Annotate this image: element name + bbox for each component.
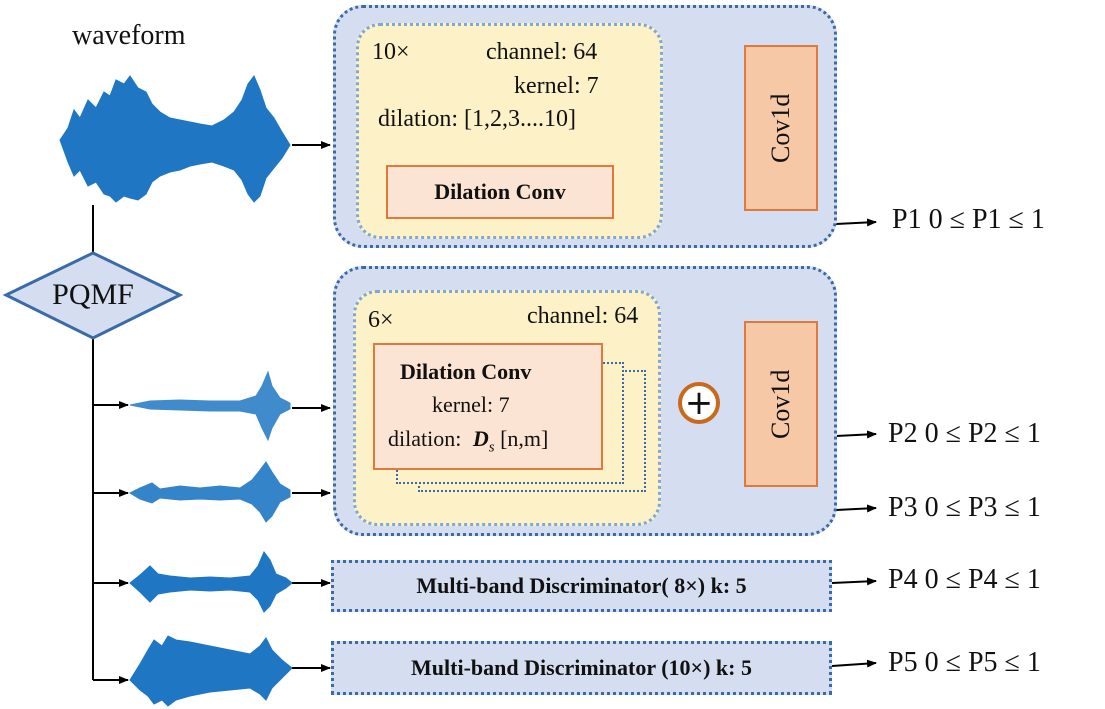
block2-dilation-suffix: [n,m] bbox=[500, 426, 549, 451]
block1-channel: channel: 64 bbox=[486, 39, 598, 65]
block1-kernel: kernel: 7 bbox=[514, 73, 599, 99]
output-arrow-p4 bbox=[831, 577, 877, 586]
output-arrow-p1 bbox=[835, 218, 877, 227]
block2-kernel: kernel: 7 bbox=[432, 392, 510, 417]
block2-conv-label: Dilation Conv bbox=[400, 359, 532, 384]
block1-repeat: 10× bbox=[372, 39, 410, 65]
waveform-label: waveform bbox=[72, 20, 186, 51]
block2-dilation-symbol: D bbox=[472, 426, 489, 451]
block2-dilation-prefix: dilation: bbox=[388, 426, 462, 451]
sub-band-waveform-3 bbox=[129, 551, 293, 613]
sub-band-waveform-2 bbox=[128, 461, 291, 523]
output-p4: P4 0 ≤ P4 ≤ 1 bbox=[888, 564, 1041, 595]
block1-cov1d: Cov1d bbox=[744, 45, 818, 211]
sub-band-waveform-4 bbox=[129, 635, 293, 707]
block1-dilation: dilation: [1,2,3....10] bbox=[378, 106, 576, 132]
output-p1: P1 0 ≤ P1 ≤ 1 bbox=[892, 204, 1045, 235]
block2-dilation: dilation: Ds [n,m] bbox=[388, 428, 548, 455]
block2-dilation-conv bbox=[373, 343, 603, 470]
block2-cov1d: Cov1d bbox=[744, 321, 818, 487]
output-arrow-p5 bbox=[831, 659, 877, 668]
full-band-waveform bbox=[59, 75, 291, 203]
multi-band-discriminator-1: Multi-band Discriminator( 8×) k: 5 bbox=[331, 560, 832, 612]
output-p5: P5 0 ≤ P5 ≤ 1 bbox=[888, 647, 1041, 678]
block2-dilation-subscript: s bbox=[488, 439, 495, 456]
block2-repeat: 6× bbox=[368, 307, 394, 333]
output-arrow-p3 bbox=[835, 504, 877, 513]
block2-channel: channel: 64 bbox=[527, 303, 639, 329]
sum-node: + bbox=[678, 382, 720, 424]
output-p2: P2 0 ≤ P2 ≤ 1 bbox=[888, 418, 1041, 449]
block1-dilation-conv: Dilation Conv bbox=[386, 165, 614, 219]
output-arrow-p2 bbox=[835, 430, 877, 439]
output-p3: P3 0 ≤ P3 ≤ 1 bbox=[888, 492, 1041, 523]
multi-band-discriminator-2: Multi-band Discriminator (10×) k: 5 bbox=[331, 641, 832, 695]
pqmf-label: PQMF bbox=[52, 278, 134, 311]
sub-band-waveform-1 bbox=[129, 370, 291, 442]
